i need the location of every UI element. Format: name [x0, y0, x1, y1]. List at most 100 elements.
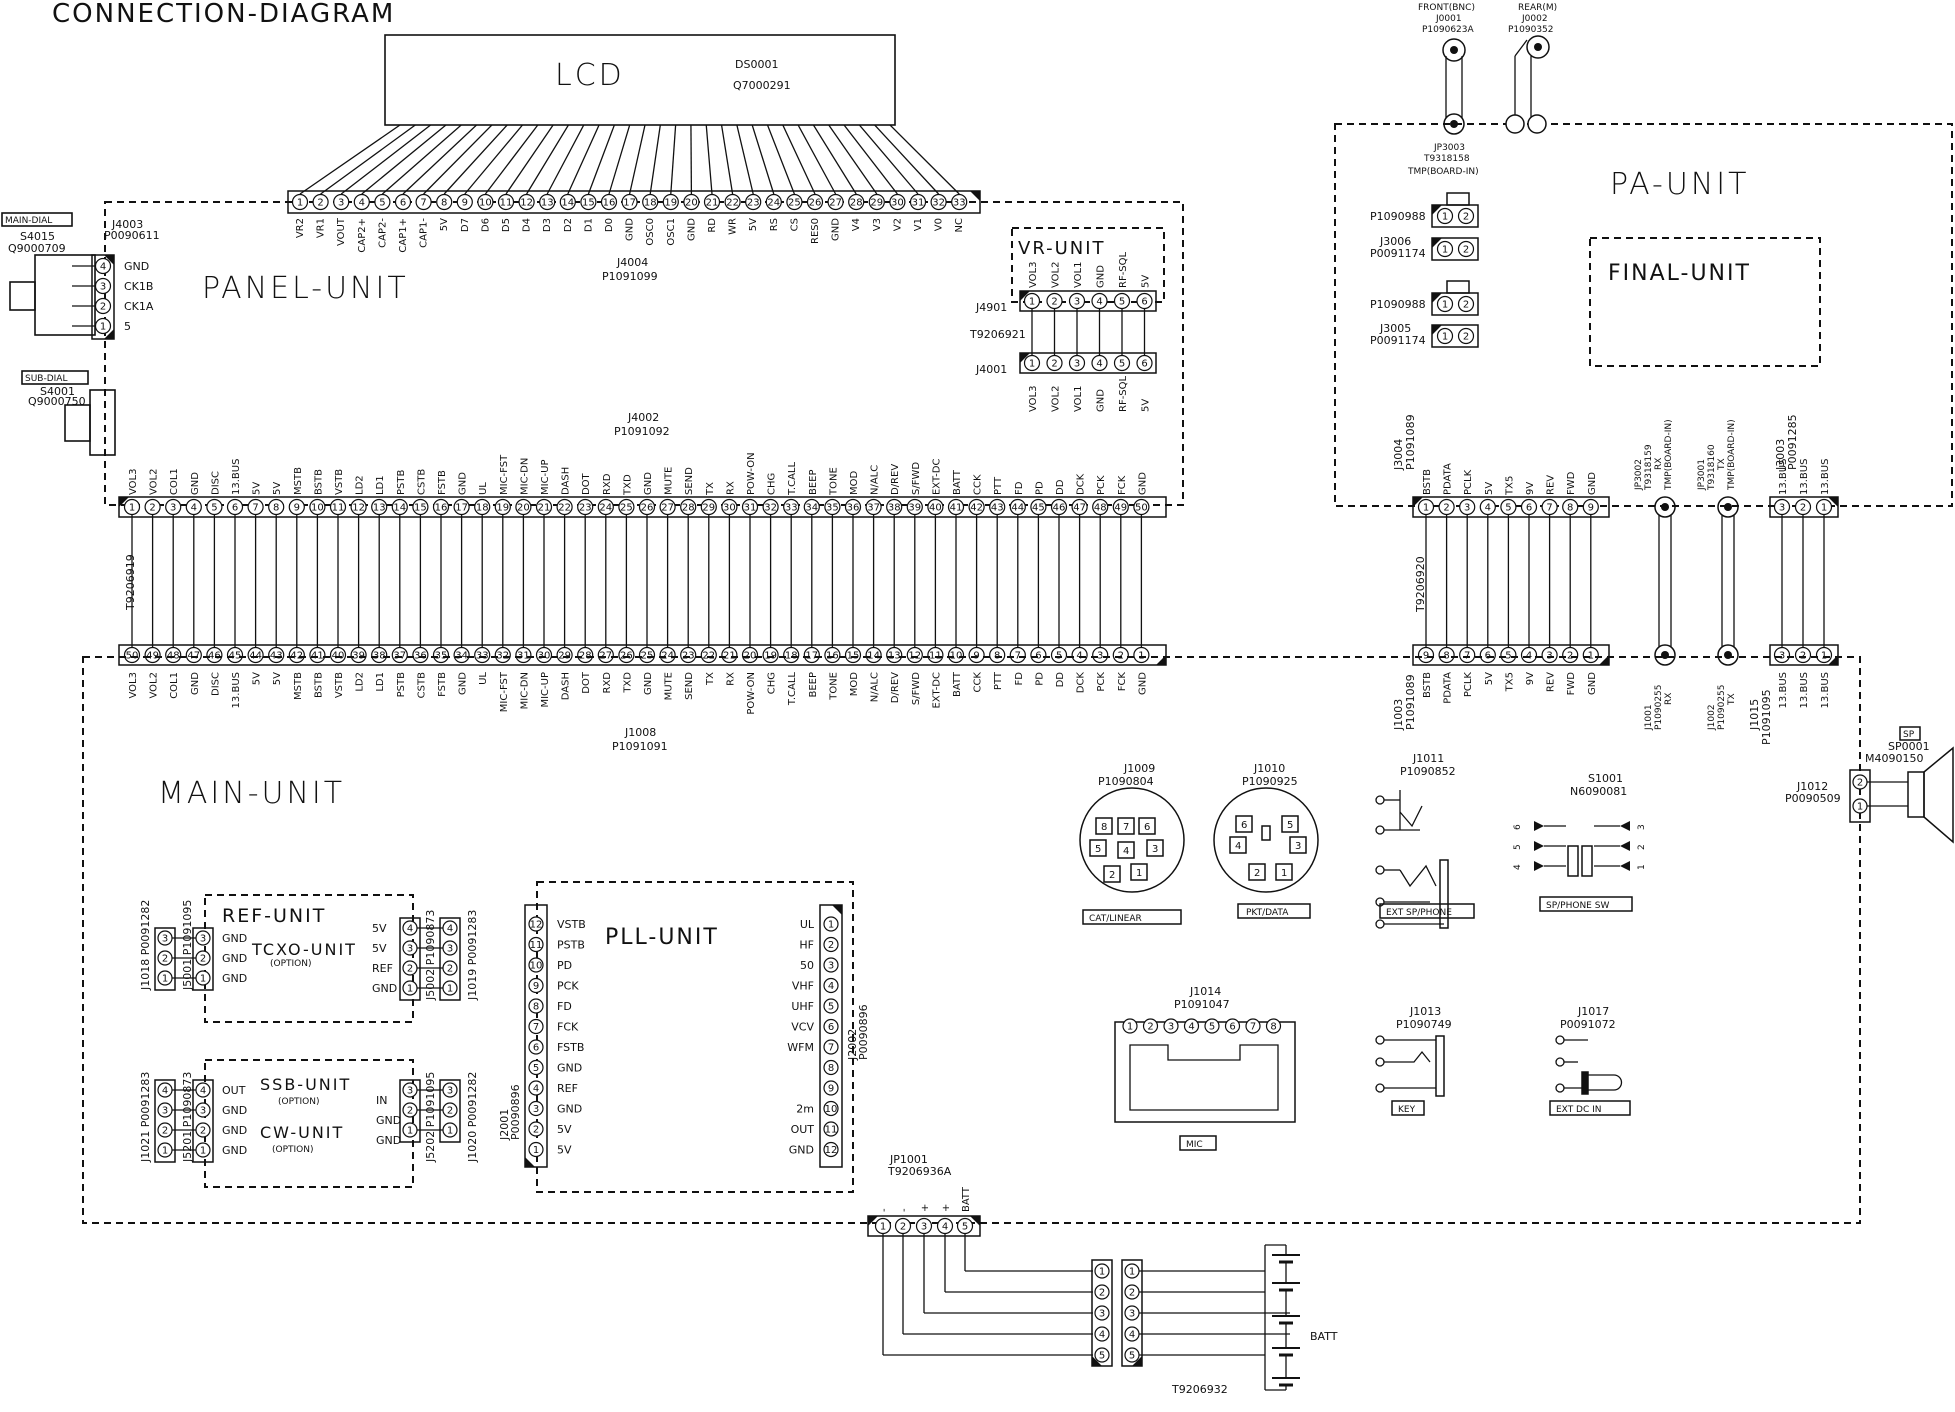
pin-number: 24 — [661, 651, 674, 662]
jp1001-pin — [874, 1217, 892, 1235]
pin-number: 3 — [1129, 1309, 1135, 1320]
j3004-pin — [1562, 498, 1579, 516]
dc-caption-box — [1549, 1100, 1631, 1116]
vr-signal-top: VOL2 — [1051, 262, 1062, 288]
pin-number: 39 — [908, 503, 921, 514]
j1008-pin — [350, 646, 367, 664]
j4002-pin — [144, 498, 161, 516]
dc-terminal — [1555, 1035, 1565, 1045]
pin-number: 35 — [435, 651, 448, 662]
j1008-pin — [1133, 646, 1150, 664]
pin-number: 1 — [129, 503, 135, 514]
pin-number: 45 — [1032, 503, 1045, 514]
j2002-pin — [823, 1059, 839, 1076]
lcd-wire — [381, 124, 462, 195]
j4002-pin — [391, 498, 408, 516]
pin-number: 11 — [500, 198, 513, 209]
j4004-signal: WR — [728, 218, 739, 235]
j3004-signal: TX5 — [1504, 476, 1515, 496]
j2002-pin — [823, 957, 839, 973]
pin-number: 47 — [1073, 503, 1086, 514]
pin-number: 2 — [1463, 245, 1469, 256]
pin-number: 4 — [191, 503, 197, 514]
j4004-signal: OSC1 — [666, 218, 677, 246]
j4001-pin — [1113, 354, 1131, 372]
pin-number: 12 — [352, 503, 365, 514]
j1008-signal: MUTE — [664, 672, 675, 700]
pin-number: 4 — [1099, 1330, 1105, 1341]
j4002-signal: BEEP — [808, 469, 819, 495]
pin-number: 2 — [1463, 300, 1469, 311]
j1008-signal: VOL3 — [128, 672, 139, 698]
j1012-ref: J1012 — [1796, 780, 1828, 793]
j4002-signal: GND — [458, 472, 469, 495]
j1008-signal: BSTB — [313, 672, 324, 698]
j4002-pin — [968, 498, 985, 516]
coax-center — [1661, 503, 1669, 511]
pin-number: 10 — [479, 198, 492, 209]
j4002-pin — [247, 498, 264, 516]
vr-signal-top: VOL3 — [1028, 262, 1039, 288]
j2001-pin — [528, 1080, 544, 1096]
pin-number: 1 — [1857, 802, 1863, 813]
j4004-signal: D2 — [563, 218, 574, 232]
pin1-marker — [1599, 655, 1609, 665]
j4004-signal: NC — [954, 218, 965, 232]
pin-number: 41 — [950, 503, 963, 514]
j4004-signal: CAP1- — [419, 218, 430, 248]
pin-number: 6 — [1141, 297, 1147, 308]
j4004-signal: VOUT — [336, 217, 347, 246]
j1003-ref: J1003 — [1392, 699, 1405, 731]
tcxo-unit-title: TCXO-UNIT — [251, 940, 357, 959]
pin-number: 7 — [533, 1022, 539, 1033]
j4002-pin — [165, 498, 182, 516]
j1003-pin — [1541, 646, 1558, 664]
pin-number: 3 — [447, 1086, 453, 1097]
j4002-signal: N/ALC — [870, 465, 881, 495]
j3003-pin — [1773, 498, 1791, 516]
ref-left-signal: GND — [222, 972, 247, 985]
j1008-pin — [824, 646, 841, 664]
coax-top-part: T9318160 — [1707, 444, 1717, 491]
lcd-wire — [526, 124, 569, 195]
pin-number: 2 — [447, 964, 453, 975]
j4002-pin — [721, 498, 738, 516]
lcd-wire — [587, 124, 615, 195]
pin-number: 2 — [1129, 1288, 1135, 1299]
pin-number: 36 — [847, 503, 860, 514]
j4002-signal: FSTB — [437, 470, 448, 495]
coax-bottom-sig: TX — [1727, 693, 1737, 706]
j4003-signal: 5 — [124, 320, 131, 333]
pin-number: 25 — [788, 198, 801, 209]
pin1-marker — [1828, 497, 1838, 507]
sw-caption: SP/PHONE SW — [1546, 901, 1609, 911]
coax-center — [1724, 503, 1732, 511]
pin-number: 21 — [723, 651, 736, 662]
j1008-signal: MOD — [849, 672, 860, 696]
pin-number: 13 — [373, 503, 386, 514]
pin-number: 12 — [530, 920, 543, 931]
pin-number: 10 — [530, 961, 543, 972]
pin-number: 38 — [373, 651, 386, 662]
pin-number: 16 — [603, 198, 616, 209]
coax-top-sig: TX — [1717, 458, 1727, 471]
j4004-signal: D3 — [542, 218, 553, 232]
ref-left-signal: GND — [222, 932, 247, 945]
j1020-housing — [439, 1079, 461, 1143]
j1008-signal: VOL2 — [149, 672, 160, 698]
pin-number: 24 — [767, 198, 780, 209]
pin-number: 4 — [359, 198, 365, 209]
pin1-marker — [1092, 1356, 1102, 1366]
pin-number: 3 — [1464, 503, 1470, 514]
pin-number: 7 — [1546, 503, 1552, 514]
j4004-pin — [539, 193, 556, 211]
j1015-pin — [1773, 646, 1791, 664]
j1008-signal: PSTB — [396, 672, 407, 697]
j4002-signal: CSTB — [416, 469, 427, 495]
sw-arrow — [1620, 861, 1630, 871]
j4004-pin — [580, 193, 597, 211]
j2001-pin — [528, 1121, 544, 1137]
coax-jack — [1717, 644, 1739, 666]
